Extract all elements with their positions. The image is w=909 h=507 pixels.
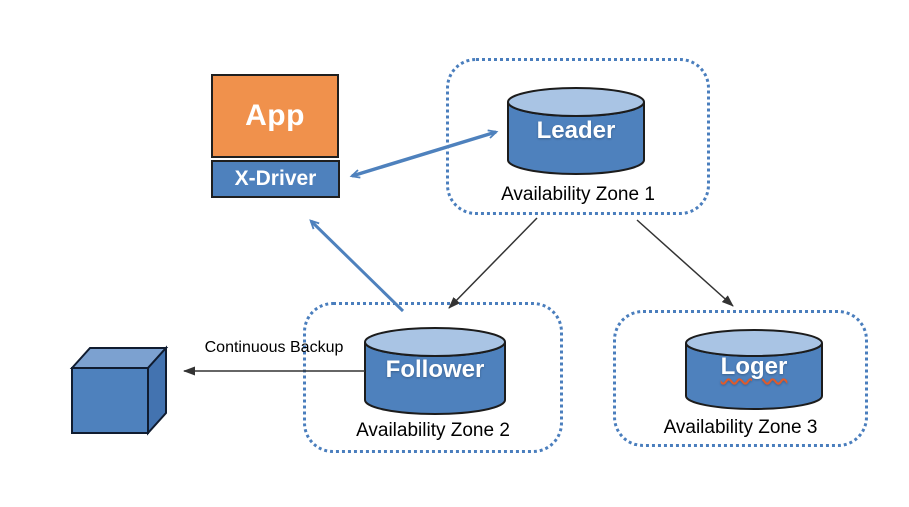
loger-database-cylinder-icon: [685, 329, 823, 410]
zone1-zone3-arrow: [636, 219, 734, 307]
zone1-zone2-arrow: [448, 217, 538, 309]
cylinder-top: [507, 87, 645, 117]
follower-database-cylinder-icon: [364, 327, 506, 415]
leader-database-cylinder-icon: [507, 87, 645, 175]
cube-front-face: [71, 367, 149, 434]
x-driver-box-label: X-Driver: [234, 167, 317, 190]
availability-zone-2-label: Availability Zone 2: [356, 420, 510, 441]
loger-node-label: Loger: [684, 353, 824, 381]
app-box: App: [211, 74, 339, 158]
backup-storage-cube-icon: [69, 345, 169, 436]
cylinder-top: [685, 329, 823, 357]
cylinder-top: [364, 327, 506, 357]
continuous-backup-label: Continuous Backup: [204, 339, 344, 356]
availability-zone-1-label: Availability Zone 1: [501, 184, 655, 205]
availability-zone-3-label: Availability Zone 3: [663, 417, 818, 438]
leader-node-label: Leader: [536, 117, 616, 144]
x-driver-box: X-Driver: [211, 160, 340, 198]
follower-xdriver-arrow: [309, 219, 405, 313]
availability-zone-3-boundary: [613, 310, 868, 447]
app-box-label: App: [245, 99, 305, 132]
follower-node-label: Follower: [385, 356, 485, 383]
availability-zone-2-boundary: [303, 302, 563, 453]
loger-node-label-text: Loger: [720, 353, 788, 380]
